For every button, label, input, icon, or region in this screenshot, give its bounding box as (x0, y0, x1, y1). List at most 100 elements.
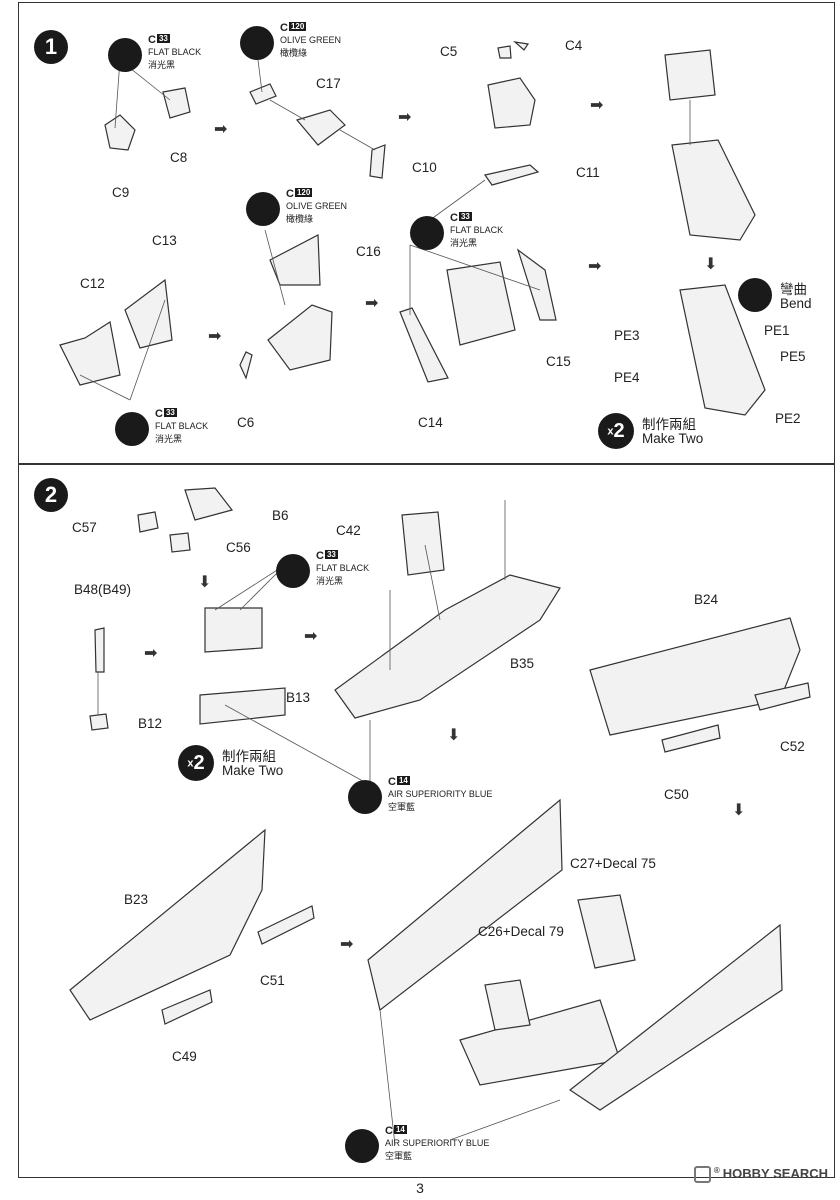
part-c56 (169, 532, 191, 553)
part-c15 (516, 248, 557, 321)
label-c4: C4 (565, 38, 583, 53)
part-b6 (184, 487, 234, 521)
part-c14 (399, 307, 449, 383)
paint-brush-icon (410, 216, 444, 250)
label-c50: C50 (664, 787, 689, 802)
label-pe1: PE1 (764, 323, 790, 338)
arrow-right-icon: ➡ (340, 936, 354, 953)
arrow-right-icon: ➡ (208, 328, 222, 345)
label-c10: C10 (412, 160, 437, 175)
part-b13 (199, 687, 286, 725)
part-c52 (754, 682, 811, 711)
part-c13 (124, 278, 173, 349)
paint-brush-icon (348, 780, 382, 814)
label-c5: C5 (440, 44, 458, 59)
arrow-right-icon: ➡ (144, 645, 158, 662)
step-2-panel (18, 464, 835, 1178)
arrow-right-icon: ➡ (588, 258, 602, 275)
label-c42: C42 (336, 523, 361, 538)
label-b23: B23 (124, 892, 149, 907)
label-b6: B6 (272, 508, 289, 523)
label-c14: C14 (418, 415, 443, 430)
hobby-search-logo-icon (693, 1166, 711, 1184)
part-tub-left (367, 798, 563, 1012)
make-two-callout-1: x2 制作兩組 Make Two (598, 413, 738, 453)
part-seat-top (487, 77, 536, 129)
part-c4 (513, 41, 530, 51)
make-two-icon: x2 (178, 745, 214, 781)
paint-brush-icon (115, 412, 149, 446)
part-c50 (661, 724, 721, 753)
label-pe2: PE2 (775, 411, 801, 426)
label-b12: B12 (138, 716, 163, 731)
part-c17b (295, 109, 346, 146)
label-c15: C15 (546, 354, 571, 369)
part-c26 (484, 979, 531, 1031)
label-c8: C8 (170, 150, 188, 165)
make-two-callout-2: x2 制作兩組 Make Two (178, 745, 318, 785)
label-c17: C17 (316, 76, 341, 91)
part-c5 (497, 45, 512, 59)
label-pe3: PE3 (614, 328, 640, 343)
bend-callout: 彎曲 Bend (738, 278, 838, 318)
arrow-down-icon: ⬇ (198, 574, 212, 591)
label-pe5: PE5 (780, 349, 806, 364)
arrow-down-icon: ⬇ (447, 727, 461, 744)
paint-brush-icon (108, 38, 142, 72)
part-c57 (137, 511, 159, 533)
label-c56: C56 (226, 540, 251, 555)
label-c16: C16 (356, 244, 381, 259)
part-b24 (589, 617, 801, 736)
part-c42 (401, 511, 445, 576)
part-c8 (162, 87, 191, 119)
hobby-search-watermark: ®HOBBY SEARCH (693, 1166, 828, 1184)
label-c13: C13 (152, 233, 177, 248)
label-c49: C49 (172, 1049, 197, 1064)
label-c12: C12 (80, 276, 105, 291)
step-1-number: 1 (34, 30, 68, 64)
part-tub-right (568, 923, 783, 1111)
label-c6: C6 (237, 415, 255, 430)
part-b23 (69, 828, 266, 1021)
label-b35: B35 (510, 656, 535, 671)
arrow-down-icon: ⬇ (732, 802, 746, 819)
arrow-right-icon: ➡ (214, 121, 228, 138)
part-c12 (59, 321, 121, 386)
part-headrest (664, 49, 716, 101)
part-c9 (104, 114, 136, 151)
label-b48-b49: B48(B49) (74, 582, 132, 597)
part-b12 (89, 713, 109, 731)
paint-brush-icon (276, 554, 310, 588)
label-c27-decal-75: C27+Decal 75 (570, 856, 656, 871)
bend-icon (738, 278, 772, 312)
part-c11 (483, 164, 540, 186)
arrow-right-icon: ➡ (304, 628, 318, 645)
arrow-down-icon: ⬇ (704, 256, 718, 273)
paint-brush-icon (345, 1129, 379, 1163)
paint-brush-icon (240, 26, 274, 60)
part-seat-mid (446, 261, 516, 346)
part-c6 (239, 351, 253, 380)
make-two-icon: x2 (598, 413, 634, 449)
step-2-number: 2 (34, 478, 68, 512)
part-c17 (249, 83, 277, 105)
part-step2-subassy (204, 607, 263, 653)
part-c27 (577, 894, 636, 969)
arrow-right-icon: ➡ (365, 295, 379, 312)
label-c26-decal-79: C26+Decal 79 (478, 924, 564, 939)
label-c9: C9 (112, 185, 130, 200)
part-b48 (94, 627, 105, 673)
label-c51: C51 (260, 973, 285, 988)
page-number: 3 (416, 1180, 424, 1196)
label-b13: B13 (286, 690, 311, 705)
part-seat-assembled (671, 139, 756, 241)
